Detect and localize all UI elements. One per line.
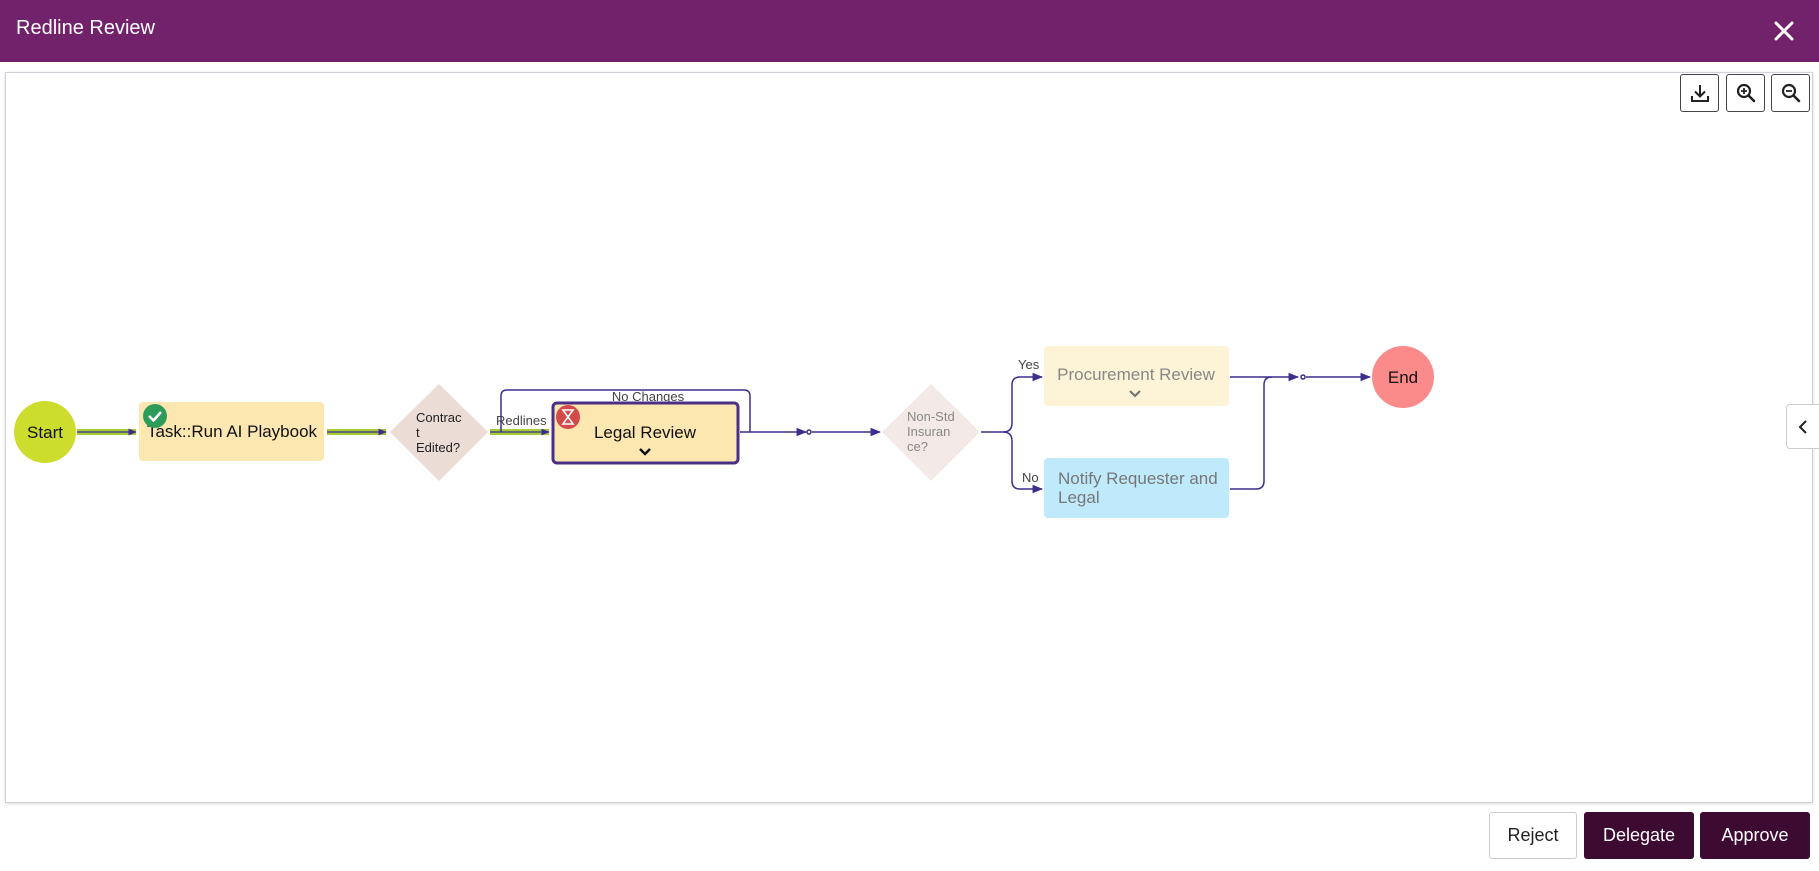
hourglass-icon [556, 405, 580, 429]
edge-label-yes: Yes [1018, 357, 1040, 372]
decision-line-3: Edited? [416, 440, 460, 455]
download-icon [1690, 85, 1709, 102]
edge-label-no-changes: No Changes [612, 389, 685, 404]
delegate-button[interactable]: Delegate [1584, 812, 1694, 859]
node-end[interactable]: End [1372, 346, 1434, 408]
chevron-down-icon [1129, 390, 1141, 398]
node-legal-review[interactable]: Legal Review [551, 401, 740, 465]
notify-line-2: Legal [1058, 488, 1100, 507]
svg-text:Notify Requester and Leg: Notify Requester and Legal [1058, 469, 1222, 507]
decision-line-3: ce? [907, 439, 928, 454]
edge-label-no: No [1022, 470, 1039, 485]
svg-text:Contrac t Edited?: Contrac t Edited? [416, 410, 465, 455]
dialog-header: Redline Review [0, 0, 1819, 62]
zoom-in-button[interactable] [1726, 74, 1765, 112]
download-button[interactable] [1680, 74, 1719, 112]
notify-line-1: Notify Requester and [1058, 469, 1218, 488]
pending-edges [500, 372, 1372, 494]
chevron-down-icon [639, 448, 651, 456]
node-decision-non-std-insurance[interactable]: Non-Std Insuran ce? [882, 384, 980, 481]
decision-line-2: t [416, 425, 420, 440]
zoom-in-icon [1736, 83, 1755, 103]
node-procurement-review[interactable]: Procurement Review [1044, 346, 1229, 406]
node-decision-contract-edited[interactable]: Contrac t Edited? [390, 384, 488, 481]
node-task-ai-label: Task::Run AI Playbook [147, 422, 318, 441]
node-notify-requester[interactable]: Notify Requester and Legal [1044, 458, 1229, 518]
node-start[interactable]: Start [14, 401, 76, 463]
node-legal-review-label: Legal Review [594, 423, 697, 442]
decision-line-1: Contrac [416, 410, 462, 425]
node-start-label: Start [27, 423, 63, 442]
approve-button[interactable]: Approve [1700, 812, 1810, 859]
dialog-title: Redline Review [16, 17, 155, 39]
reject-button[interactable]: Reject [1489, 812, 1577, 859]
check-circle-icon [143, 404, 167, 428]
node-task-ai-playbook[interactable]: Task::Run AI Playbook [139, 402, 324, 461]
close-icon[interactable] [1767, 14, 1801, 48]
zoom-out-button[interactable] [1771, 74, 1810, 112]
node-end-label: End [1388, 368, 1418, 387]
side-panel-toggle[interactable] [1786, 404, 1819, 449]
chevron-left-icon [1798, 419, 1807, 434]
decision-line-2: Insuran [907, 424, 950, 439]
svg-text:Non-Std Insuran ce: Non-Std Insuran ce? [907, 409, 958, 454]
node-procurement-label: Procurement Review [1057, 365, 1216, 384]
decision-line-1: Non-Std [907, 409, 955, 424]
zoom-out-icon [1781, 83, 1800, 103]
edge-label-redlines: Redlines [496, 413, 547, 428]
